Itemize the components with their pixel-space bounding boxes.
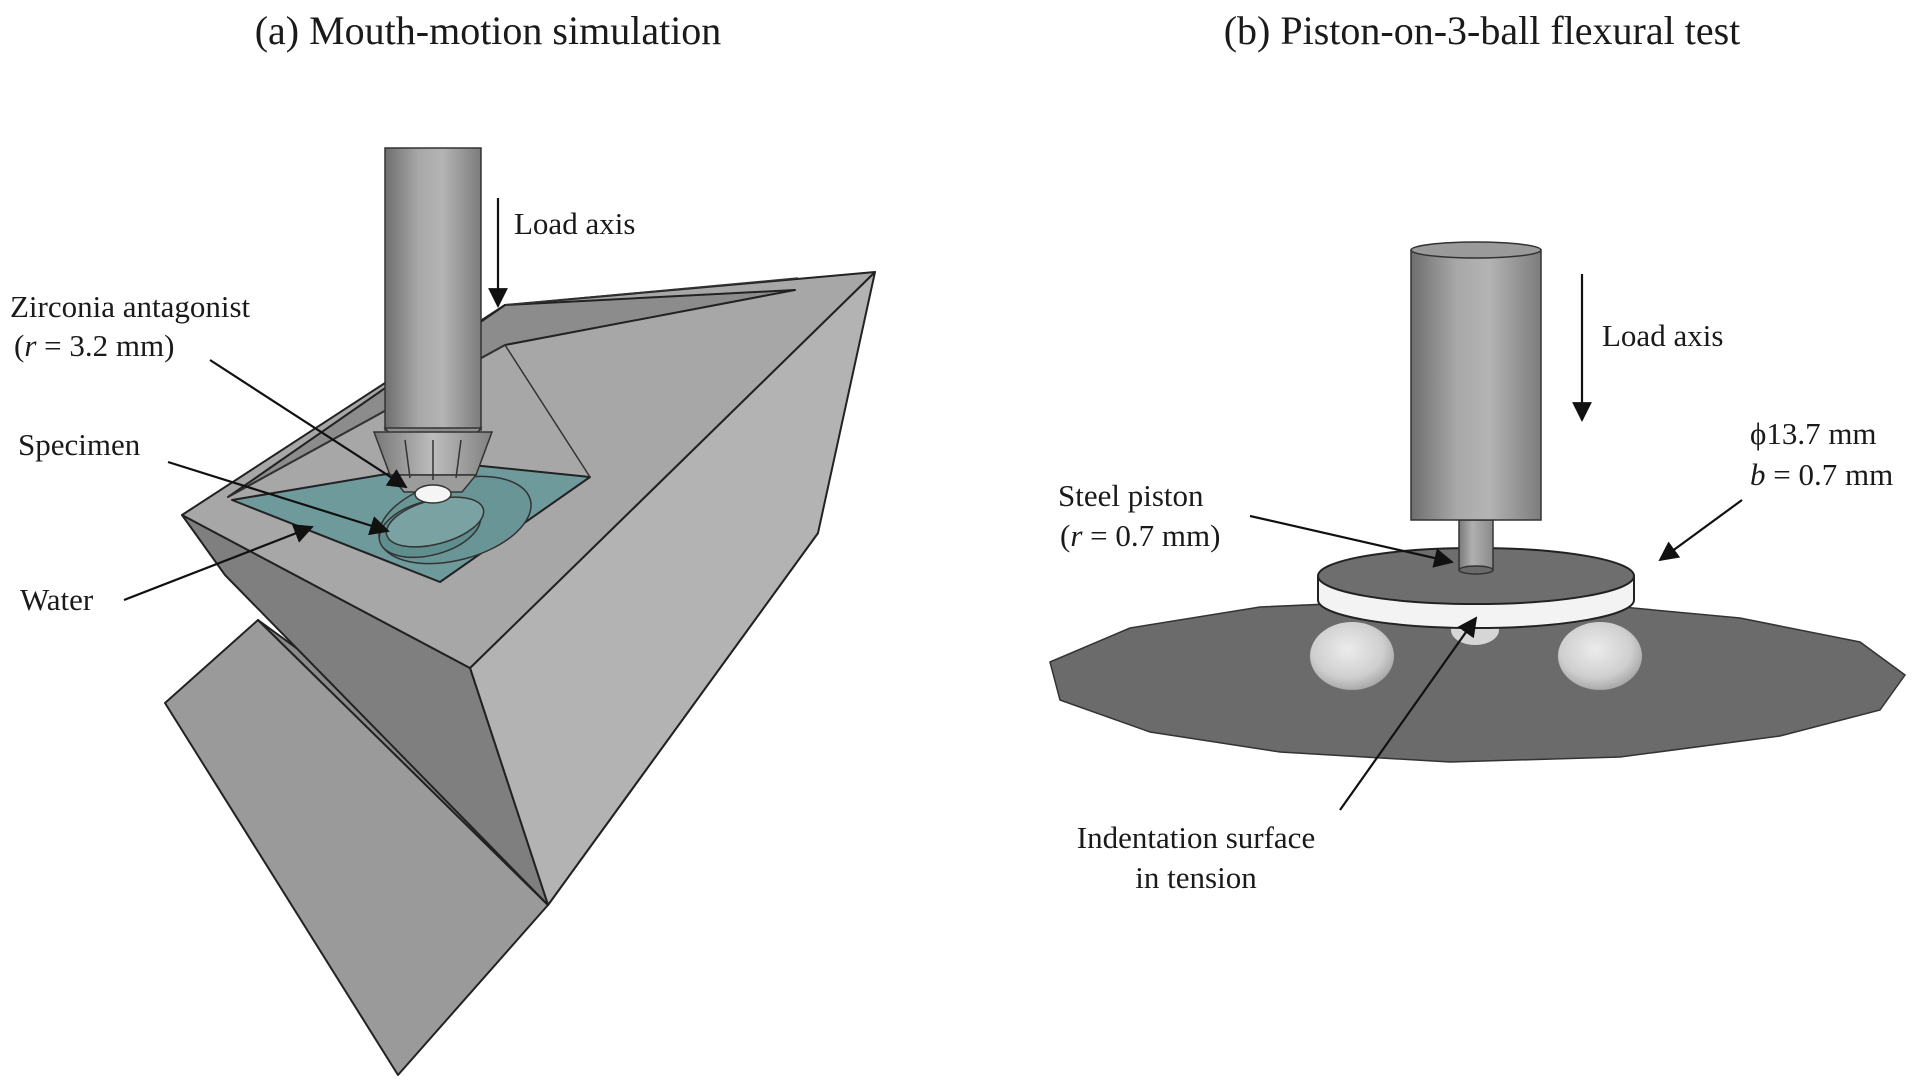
indentation-leader xyxy=(1339,616,1478,811)
disc-thickness-label: b = 0.7 mm xyxy=(1750,457,1893,492)
specimen-label: Specimen xyxy=(18,427,141,462)
panel-b: (b) Piston-on-3-ball flexural test Load … xyxy=(1049,8,1907,895)
antagonist-radius-label: (r = 3.2 mm) xyxy=(14,328,174,363)
panel-a: (a) Mouth-motion simulation xyxy=(10,8,876,1076)
panel-a-title: (a) Mouth-motion simulation xyxy=(255,8,722,53)
specimen-leader xyxy=(167,460,390,536)
load-cylinder xyxy=(1410,249,1542,521)
piston-leader xyxy=(1249,514,1454,568)
water-label: Water xyxy=(20,582,94,617)
antagonist-rod xyxy=(372,147,494,504)
steel-piston xyxy=(1410,241,1542,575)
water-leader xyxy=(123,524,314,602)
load-axis-label-a: Load axis xyxy=(514,206,635,241)
test-disc xyxy=(1317,547,1635,629)
antagonist-leader xyxy=(209,359,408,489)
panel-b-title: (b) Piston-on-3-ball flexural test xyxy=(1224,8,1741,53)
support-ball-right xyxy=(1558,622,1642,690)
piston-radius-label: (r = 0.7 mm) xyxy=(1060,518,1220,553)
load-axis-label-b: Load axis xyxy=(1602,318,1723,353)
indentation-label: Indentation surface xyxy=(1077,820,1315,855)
zirconia-tip xyxy=(414,484,452,504)
piston-label: Steel piston xyxy=(1058,478,1204,513)
indentation-label-line2: in tension xyxy=(1135,860,1257,895)
disc-leader xyxy=(1658,499,1743,562)
disc-diameter-label: ϕ13.7 mm xyxy=(1750,416,1877,451)
support-ball-left xyxy=(1310,622,1394,690)
antagonist-label: Zirconia antagonist xyxy=(10,289,251,324)
